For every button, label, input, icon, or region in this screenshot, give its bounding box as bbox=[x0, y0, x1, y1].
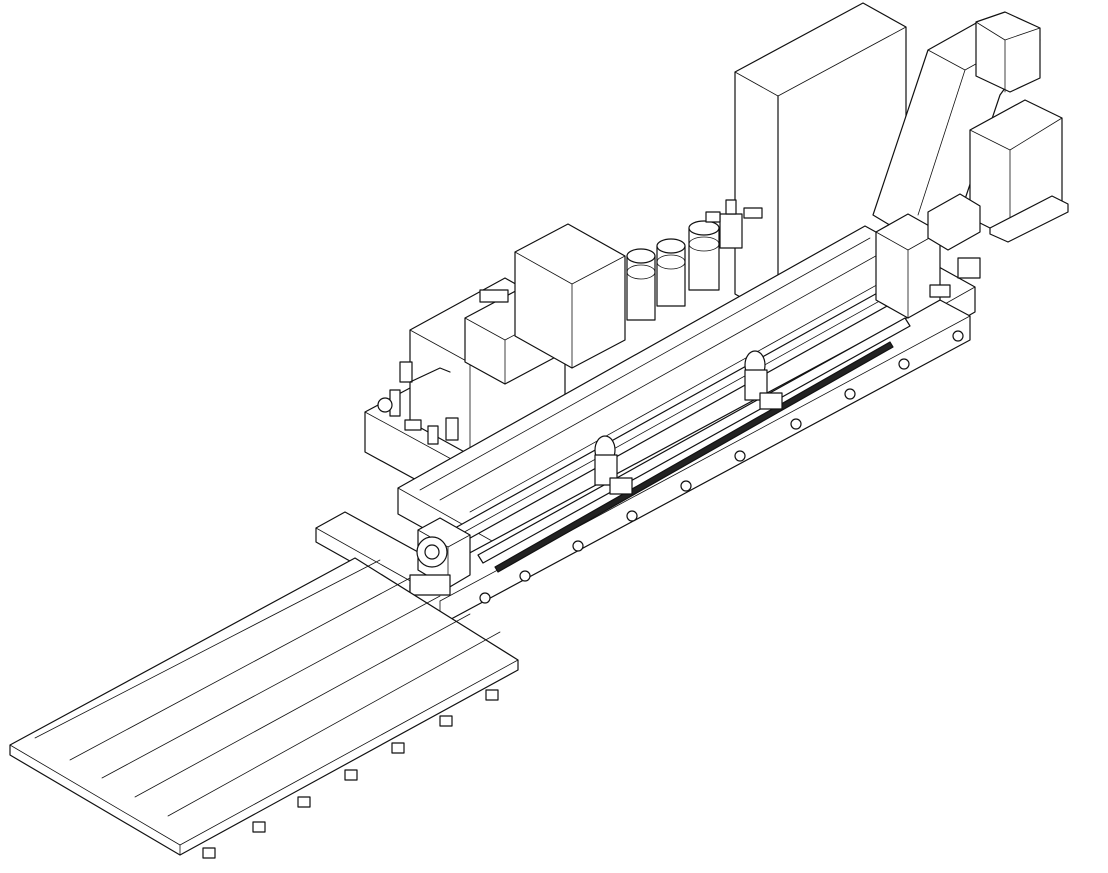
coolant-box bbox=[514, 223, 626, 369]
workpiece-shaft bbox=[454, 285, 911, 564]
t-slot-table bbox=[9, 557, 519, 856]
tailstock bbox=[875, 193, 981, 319]
table-feet bbox=[202, 689, 499, 859]
steady-rest-2 bbox=[744, 350, 783, 410]
steady-rest-1 bbox=[594, 435, 633, 495]
chip-bin bbox=[969, 99, 1069, 243]
headstock bbox=[409, 517, 471, 596]
bed-feet bbox=[479, 330, 964, 604]
pump-motors bbox=[626, 199, 763, 321]
lead-screw bbox=[494, 341, 894, 573]
hydraulic-valves bbox=[377, 361, 459, 445]
chip-conveyor bbox=[872, 11, 1041, 243]
